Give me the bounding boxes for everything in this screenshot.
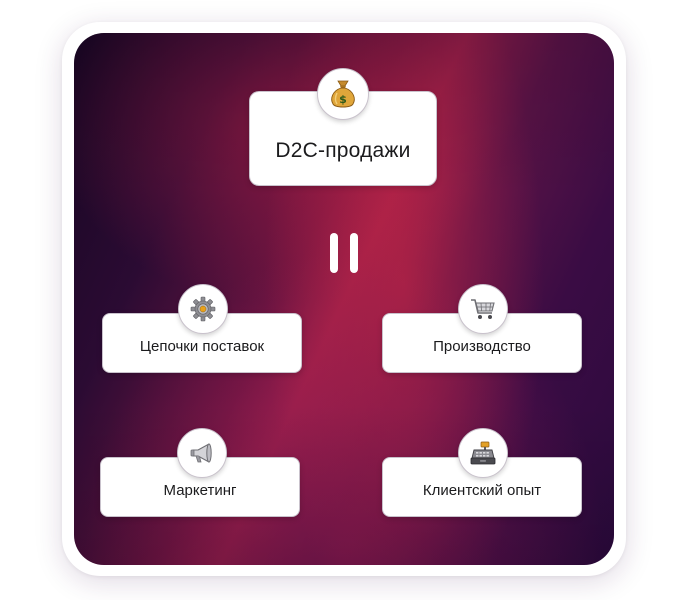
equals-sign [330,233,358,273]
supply-chains-label: Цепочки поставок [139,337,265,355]
svg-text:$: $ [339,93,347,106]
money-bag-icon: $ [317,68,369,120]
d2c-sales-label: D2C-продажи [275,138,411,162]
marketing-label: Маркетинг [163,481,237,499]
equals-bar-left [330,233,338,273]
shopping-cart-icon [458,284,508,334]
production-label: Производство [433,337,531,355]
megaphone-icon [177,428,227,478]
gear-icon [178,284,228,334]
equals-bar-right [350,233,358,273]
cash-register-icon [458,428,508,478]
customer-experience-label: Клиентский опыт [422,481,542,499]
